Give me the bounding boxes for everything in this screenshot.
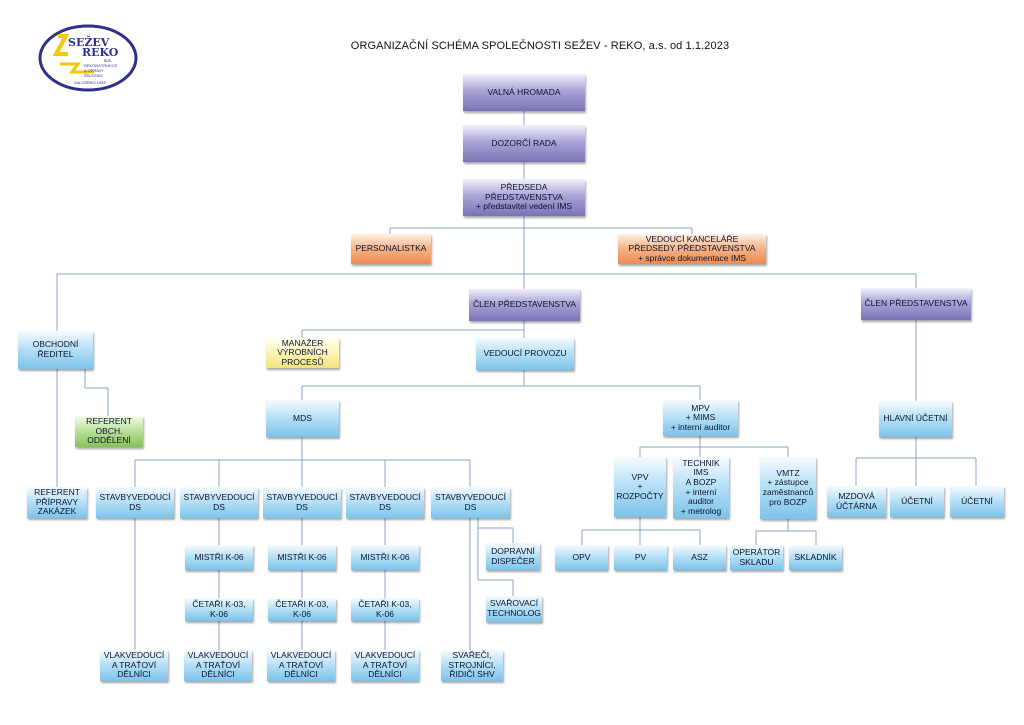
box-vlakvedouci-1: VLAKVEDOUCÍ A TRAŤOVÍ DĚLNÍCI — [100, 650, 168, 681]
box-mpv: MPV + MIMS + interní auditor — [663, 400, 738, 436]
box-vlakvedouci-4: VLAKVEDOUCÍ A TRAŤOVÍ DĚLNÍCI — [351, 650, 419, 681]
logo-line1: SEŽEV — [68, 35, 110, 49]
logo-line2: REKO — [82, 46, 119, 59]
box-vlakvedouci-2: VLAKVEDOUCÍ A TRAŤOVÍ DĚLNÍCI — [184, 650, 252, 681]
box-cetari-3: ČETAŘI K-03, K-06 — [351, 598, 419, 621]
box-ucetni-2: ÚČETNÍ — [950, 486, 1004, 517]
box-asz: ASZ — [673, 545, 726, 570]
box-vedouci-kancelare: VEDOUCÍ KANCELÁŘE PŘEDSEDY PŘEDSTAVENSTV… — [618, 234, 766, 264]
box-vpv: VPV + ROZPOČTY — [614, 457, 666, 517]
logo-founded: ZALOŽENO 1993 — [74, 80, 106, 85]
box-vmtz: VMTZ + zástupce zaměstnanců pro BOZP — [760, 457, 816, 519]
box-skladnik: SKLADNÍK — [789, 545, 842, 570]
box-dozorci-rada: DOZORČÍ RADA — [463, 125, 585, 162]
box-vlakvedouci-3: VLAKVEDOUCÍ A TRAŤOVÍ DĚLNÍCI — [267, 650, 335, 681]
box-stavbyvedouci-4: STAVBYVEDOUCÍ DS — [346, 487, 424, 518]
company-logo: SEŽEV REKO a.s. REKONSTRUKCE A OPRAVY ŽE… — [38, 24, 138, 92]
box-stavbyvedouci-2: STAVBYVEDOUCÍ DS — [180, 487, 258, 518]
box-referent-pripravy: REFERENT PŘÍPRAVY ZAKÁZEK — [27, 487, 87, 518]
box-stavbyvedouci-5: STAVBYVEDOUCÍ DS — [431, 487, 510, 518]
box-cetari-1: ČETAŘI K-03, K-06 — [185, 598, 253, 621]
logo-tagline-3: ŽELEZNIC — [84, 73, 103, 78]
box-cetari-2: ČETAŘI K-03, K-06 — [268, 598, 336, 621]
box-mistri-3: MISTŘI K-06 — [351, 545, 419, 570]
box-hlavni-ucetni: HLAVNÍ ÚČETNÍ — [879, 401, 952, 437]
box-mds: MDS — [266, 400, 339, 437]
box-technik: TECHNIK IMS A BOZP + interní auditor + m… — [673, 457, 729, 518]
page-title: ORGANIZAČNÍ SCHÉMA SPOLEČNOSTI SEŽEV - R… — [350, 40, 730, 52]
box-mistri-1: MISTŘI K-06 — [185, 545, 253, 570]
box-valna-hromada: VALNÁ HROMADA — [463, 74, 585, 111]
box-opv: OPV — [555, 545, 608, 570]
box-svareci: SVAŘEČI, STROJNÍCI, ŘIDIČI SHV — [441, 650, 503, 681]
box-ucetni-1: ÚČETNÍ — [890, 486, 944, 517]
box-dopravni-dispecer: DOPRAVNÍ DISPEČER — [486, 543, 540, 570]
box-clen-predstavenstva-1: ČLEN PŘEDSTAVENSTVA — [469, 289, 580, 321]
box-vedouci-provozu: VEDOUCÍ PROVOZU — [476, 338, 574, 370]
box-pv: PV — [614, 545, 667, 570]
box-personalistka: PERSONALISTKA — [351, 234, 431, 264]
logo-tagline-1: REKONSTRUKCE — [84, 63, 118, 68]
box-predseda: PŘEDSEDA PŘEDSTAVENSTVA + představitel v… — [463, 179, 585, 216]
box-manazer: MANAŽER VÝROBNÍCH PROCESŮ — [266, 338, 339, 368]
logo-tagline-2: A OPRAVY — [84, 68, 104, 73]
logo-suffix: a.s. — [104, 58, 112, 64]
box-operator-skladu: OPERÁTOR SKLADU — [730, 545, 783, 570]
box-clen-predstavenstva-2: ČLEN PŘEDSTAVENSTVA — [861, 288, 971, 320]
box-referent-obch: REFERENT OBCH. ODDĚLENÍ — [75, 416, 143, 447]
box-stavbyvedouci-3: STAVBYVEDOUCÍ DS — [263, 487, 341, 518]
box-mzdova-uctarna: MZDOVÁ ÚČTÁRNA — [827, 486, 886, 517]
box-stavbyvedouci-1: STAVBYVEDOUCÍ DS — [96, 487, 174, 518]
box-svarovaci-technolog: SVAŘOVACÍ TECHNOLOG — [486, 596, 542, 622]
box-mistri-2: MISTŘI K-06 — [268, 545, 336, 570]
box-obchodni-reditel: OBCHODNÍ ŘEDITEL — [18, 331, 93, 369]
